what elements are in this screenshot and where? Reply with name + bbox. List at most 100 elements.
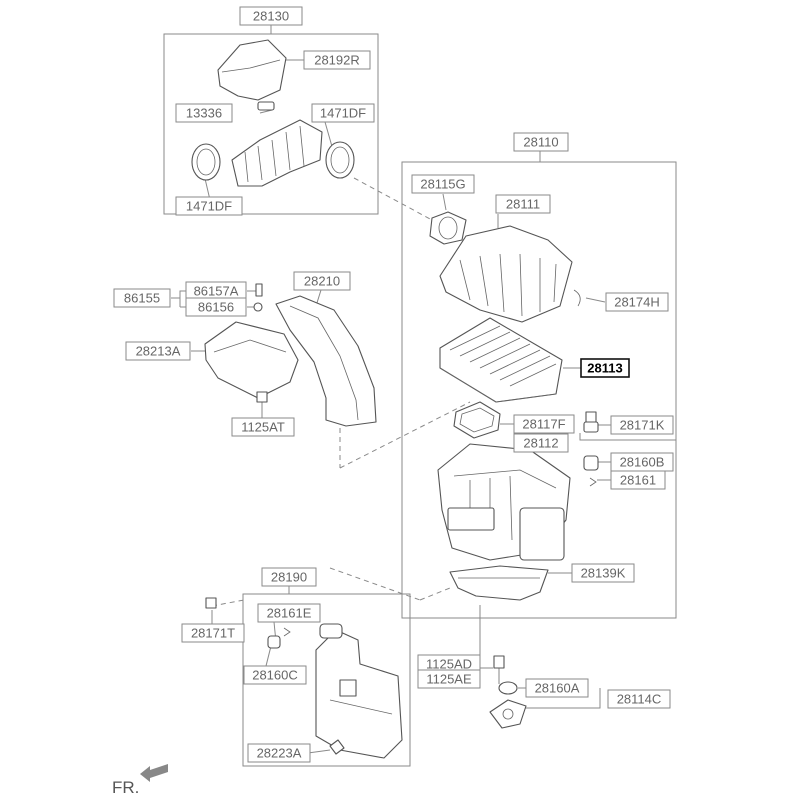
callout-28112: 28112 <box>513 433 569 453</box>
part-28112-icon <box>437 443 571 561</box>
part-28223A-icon <box>329 739 345 755</box>
part-86156-icon <box>253 302 263 312</box>
callout-28114C: 28114C <box>607 689 671 709</box>
callout-28130: 28130 <box>239 6 303 26</box>
callout-text: 28112 <box>523 436 558 451</box>
callout-box <box>257 603 321 623</box>
callout-box <box>181 623 245 643</box>
callout-28111: 28111 <box>495 194 551 214</box>
callout-text: 28171K <box>620 418 665 433</box>
callout-text: 28160C <box>252 668 298 683</box>
callout-13336: 13336 <box>175 103 233 123</box>
callout-28161E: 28161E <box>257 603 321 623</box>
callout-box <box>261 567 317 587</box>
callout-text: 28110 <box>523 135 558 150</box>
callout-box <box>113 288 171 308</box>
part-drawings <box>191 39 599 759</box>
part-28139K-icon <box>449 565 549 601</box>
part-28161E-icon <box>283 627 291 637</box>
callout-text: 28190 <box>271 570 307 585</box>
callout-box <box>411 174 475 194</box>
callout-text: 28115G <box>420 177 465 192</box>
callout-28110: 28110 <box>513 132 569 152</box>
callout-box <box>580 358 630 378</box>
callout-box <box>607 689 671 709</box>
callout-box <box>293 271 351 291</box>
callout-text: 86157A <box>194 284 239 299</box>
dashed-connectors <box>211 177 471 607</box>
callout-labels: 28130 28192R 13336 1471DF 1471DF 28110 28115G 2… <box>113 6 674 763</box>
part-28111-icon <box>439 225 573 323</box>
part-28117F-icon <box>453 401 501 439</box>
part-28210-duct-icon <box>275 295 377 427</box>
callout-text: 28130 <box>253 9 289 24</box>
callout-28171T: 28171T <box>181 623 245 643</box>
callout-text: 13336 <box>186 106 222 121</box>
callout-1125AE: 1125AE <box>417 669 481 689</box>
part-28171T-icon <box>205 597 217 609</box>
callout-box <box>610 415 674 435</box>
part-28213A-icon <box>204 321 299 399</box>
callout-28139K: 28139K <box>571 563 635 583</box>
callout-box <box>610 470 666 490</box>
front-direction-indicator: FR. <box>112 764 168 797</box>
part-28160B-icon <box>583 455 599 471</box>
callout-1125AT: 1125AT <box>231 417 295 437</box>
callout-box <box>525 678 589 698</box>
part-28114C-icon <box>489 699 527 729</box>
callout-box <box>311 103 375 123</box>
callout-86157A: 86157A <box>185 281 247 301</box>
callout-text: 28160B <box>620 455 665 470</box>
part-1471DF-clamp-left-icon <box>191 143 221 181</box>
callout-text: 28117F <box>522 417 565 432</box>
callout-1125AD: 1125AD <box>417 654 481 674</box>
callout-text: 28174H <box>614 295 660 310</box>
callout-text: 28213A <box>136 344 181 359</box>
callout-text: 28113 <box>587 361 622 376</box>
callout-box <box>513 433 569 453</box>
callout-text: 1471DF <box>320 106 366 121</box>
callout-text: 28171T <box>191 626 235 641</box>
part-28113-filter-icon <box>439 317 563 403</box>
callout-28210: 28210 <box>293 271 351 291</box>
fr-label: FR. <box>112 778 139 797</box>
callout-box <box>513 414 575 434</box>
callout-text: 28223A <box>257 746 302 761</box>
part-28161-icon <box>589 477 597 487</box>
callout-text: 28192R <box>314 53 360 68</box>
callout-text: 28210 <box>304 274 340 289</box>
callout-28113: 28113 <box>580 358 630 378</box>
callout-box <box>495 194 551 214</box>
callout-text: 28160A <box>535 681 580 696</box>
callout-28117F: 28117F <box>513 414 575 434</box>
callout-28160C: 28160C <box>243 665 307 685</box>
callout-box <box>417 669 481 689</box>
callout-28190: 28190 <box>261 567 317 587</box>
part-intake-hose-icon <box>231 119 323 187</box>
part-1471DF-clamp-right-icon <box>325 141 355 179</box>
part-28192R-icon <box>217 39 287 101</box>
callout-box <box>571 563 635 583</box>
callout-box <box>247 743 311 763</box>
part-1125AT-icon <box>256 391 268 403</box>
part-86157A-icon <box>255 283 263 297</box>
callout-text: 28111 <box>506 197 540 212</box>
frame-28190 <box>242 593 411 767</box>
callout-28213A: 28213A <box>125 341 191 361</box>
callout-text: 1125AT <box>241 420 285 435</box>
callout-box <box>243 665 307 685</box>
callout-box <box>231 417 295 437</box>
callout-86156: 86156 <box>185 297 247 317</box>
callout-text: 1471DF <box>186 199 232 214</box>
callout-box <box>239 6 303 26</box>
part-28174H-icon <box>573 289 581 307</box>
callout-text: 86155 <box>124 291 160 306</box>
callout-text: 28161 <box>620 473 656 488</box>
callout-text: 86156 <box>198 300 234 315</box>
part-13336-icon <box>257 101 275 111</box>
part-28190-resonator-icon <box>315 623 403 759</box>
callout-box <box>185 297 247 317</box>
callout-box <box>175 196 243 216</box>
fr-arrow-icon <box>140 764 168 782</box>
